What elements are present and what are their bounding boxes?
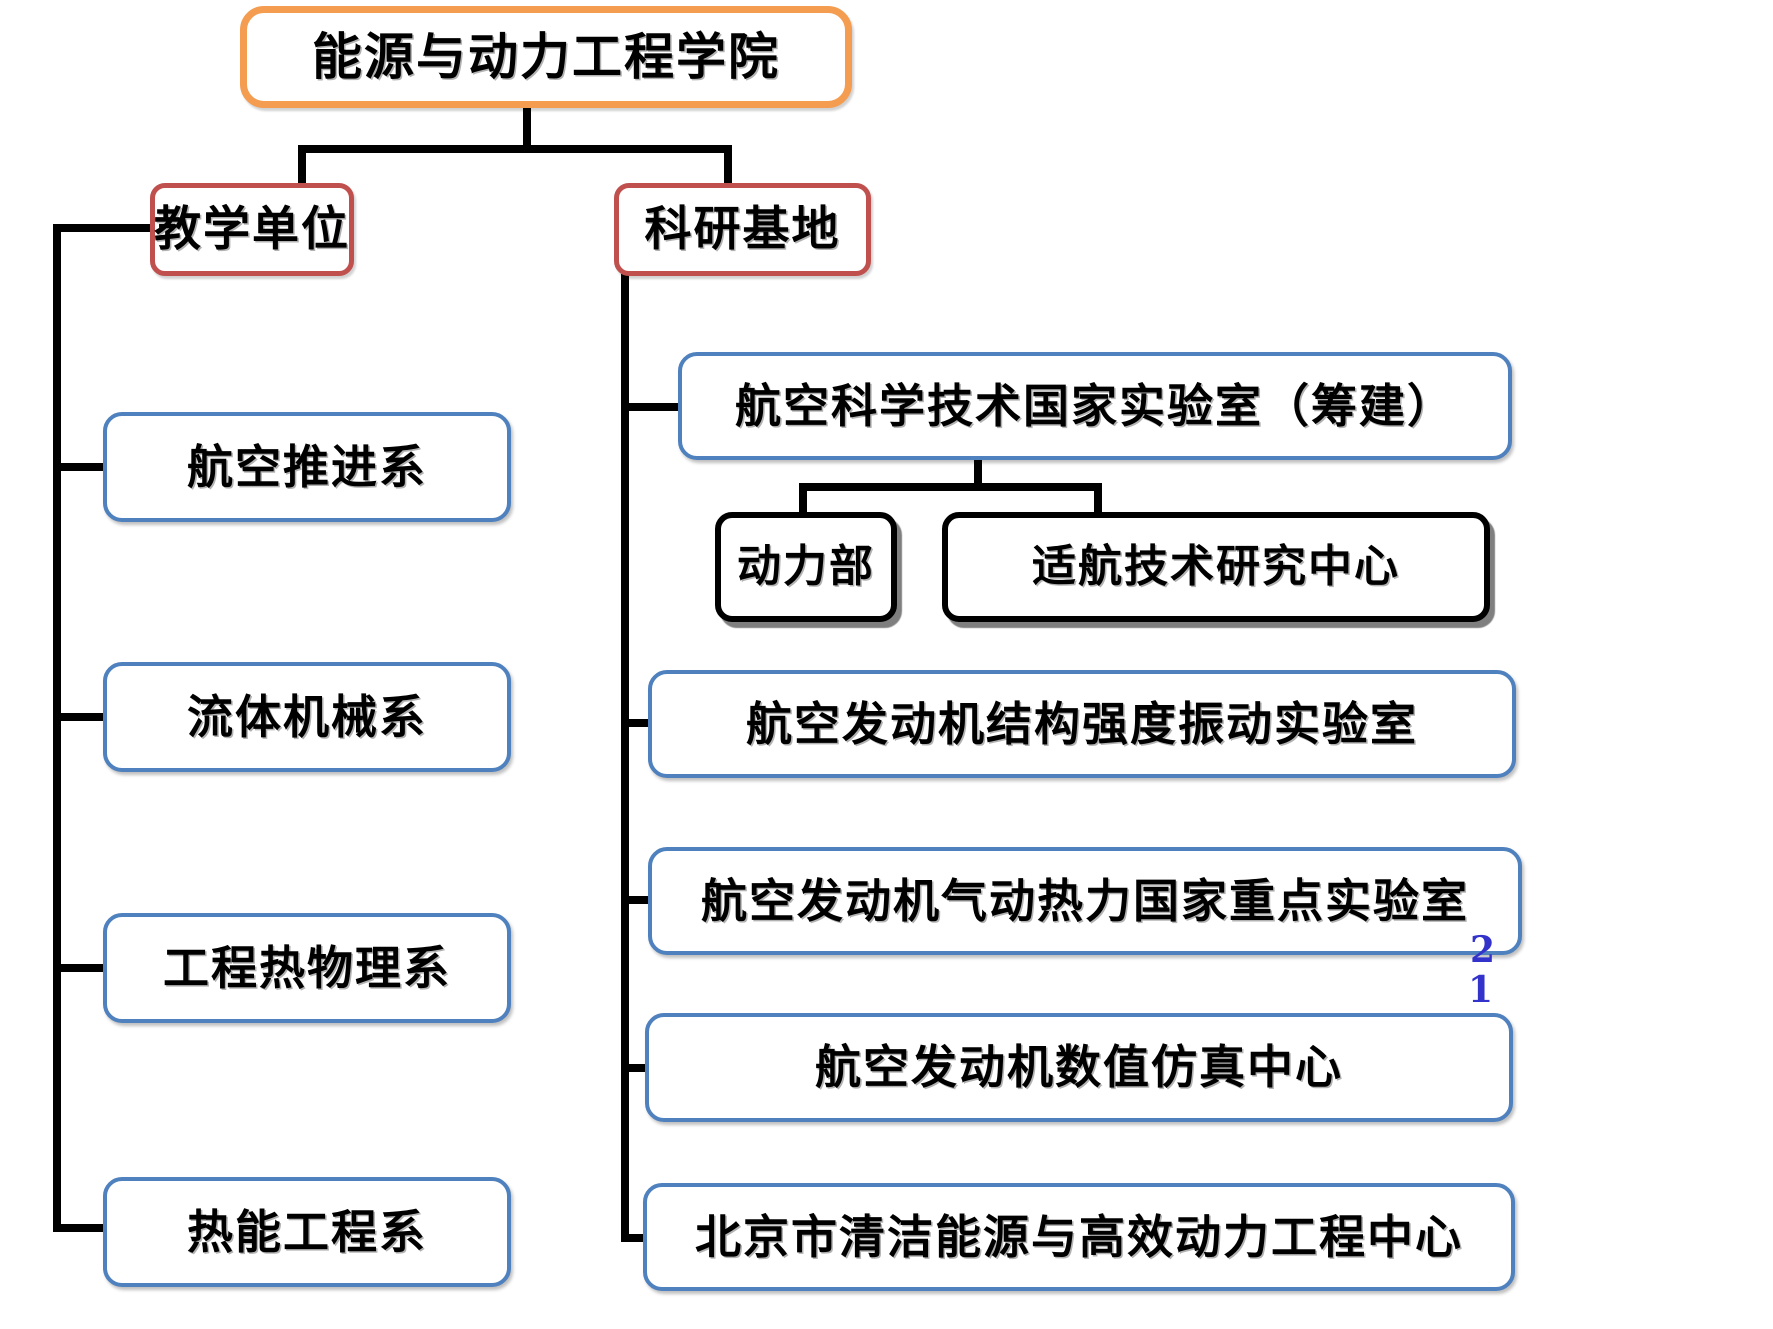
node-power-department: 动力部 [715,512,897,622]
node-aerothermo-key-lab: 航空发动机气动热力国家重点实验室 [648,847,1522,955]
page-number-2: 2 [1470,929,1496,971]
node-aero-propulsion-dept: 航空推进系 [103,412,511,522]
connector-lab-tbar [799,483,1102,512]
node-national-aero-lab: 航空科学技术国家实验室（筹建） [678,352,1512,460]
node-numerical-simulation-center: 航空发动机数值仿真中心 [645,1013,1513,1122]
page-number-1: 1 [1468,969,1494,1011]
node-research-bases: 科研基地 [614,183,871,276]
connector-right-trunk [621,274,643,1242]
node-fluid-machinery-dept: 流体机械系 [103,662,511,772]
node-structure-vibration-lab: 航空发动机结构强度振动实验室 [648,670,1516,778]
node-college: 能源与动力工程学院 [240,6,852,108]
connector-level2-tbar [298,145,732,183]
node-teaching-units: 教学单位 [150,183,354,276]
node-airworthiness-center: 适航技术研究中心 [942,512,1490,622]
node-thermal-energy-dept: 热能工程系 [103,1177,511,1287]
node-engineering-thermophysics-dept: 工程热物理系 [103,913,511,1023]
connector-left-trunk [53,224,150,1232]
node-beijing-clean-energy-center: 北京市清洁能源与高效动力工程中心 [643,1183,1515,1291]
